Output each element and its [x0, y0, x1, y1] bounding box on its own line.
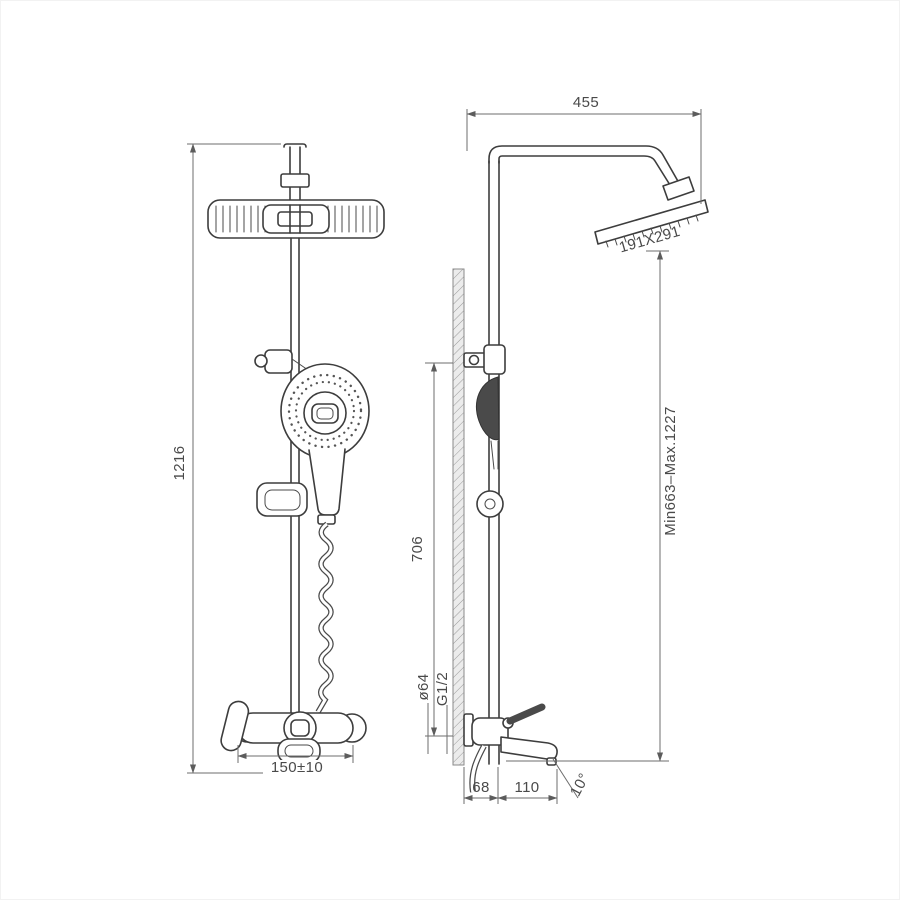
dim-mixer-width: 150±10	[271, 759, 323, 776]
side-head-nut	[662, 176, 695, 201]
dim-connection-thread: G1/2	[434, 672, 451, 706]
front-hand-shower-button	[311, 403, 339, 424]
wall-section	[452, 268, 465, 766]
side-mixer-body	[471, 717, 509, 746]
side-dimensions: 455 Min663–Max.1227 706 ø64 G1/2 68 110 …	[409, 94, 702, 804]
front-view	[207, 143, 385, 764]
front-slider	[264, 349, 293, 374]
front-hand-shower-handle	[308, 448, 346, 516]
side-hand-shower	[475, 376, 500, 441]
front-mixer-handle	[220, 700, 250, 752]
side-mixer-lever	[506, 703, 546, 725]
dim-overall-height: 1216	[171, 446, 188, 481]
dim-wall-to-riser: 68	[472, 779, 490, 796]
side-view: 191X291	[452, 145, 709, 793]
dim-riser-height: 706	[409, 536, 426, 562]
front-stem-nut	[280, 173, 310, 188]
front-dimensions: 1216 150±10	[171, 143, 354, 776]
dim-top-reach: 455	[573, 94, 599, 111]
dim-height-range: Min663–Max.1227	[662, 406, 679, 535]
dim-spout-angle: 10°	[567, 770, 593, 799]
dim-escutcheon-diameter: ø64	[415, 673, 432, 700]
side-slider	[483, 344, 506, 375]
front-slider-knob	[254, 354, 268, 368]
dim-spout-length: 110	[514, 779, 539, 796]
front-head-connector	[277, 211, 313, 227]
side-arm	[488, 145, 684, 191]
side-spout	[500, 736, 558, 761]
side-head-nozzles	[605, 214, 699, 248]
front-arm-top	[283, 143, 307, 148]
side-shower-head	[594, 199, 709, 245]
side-holder-knob	[476, 490, 504, 518]
